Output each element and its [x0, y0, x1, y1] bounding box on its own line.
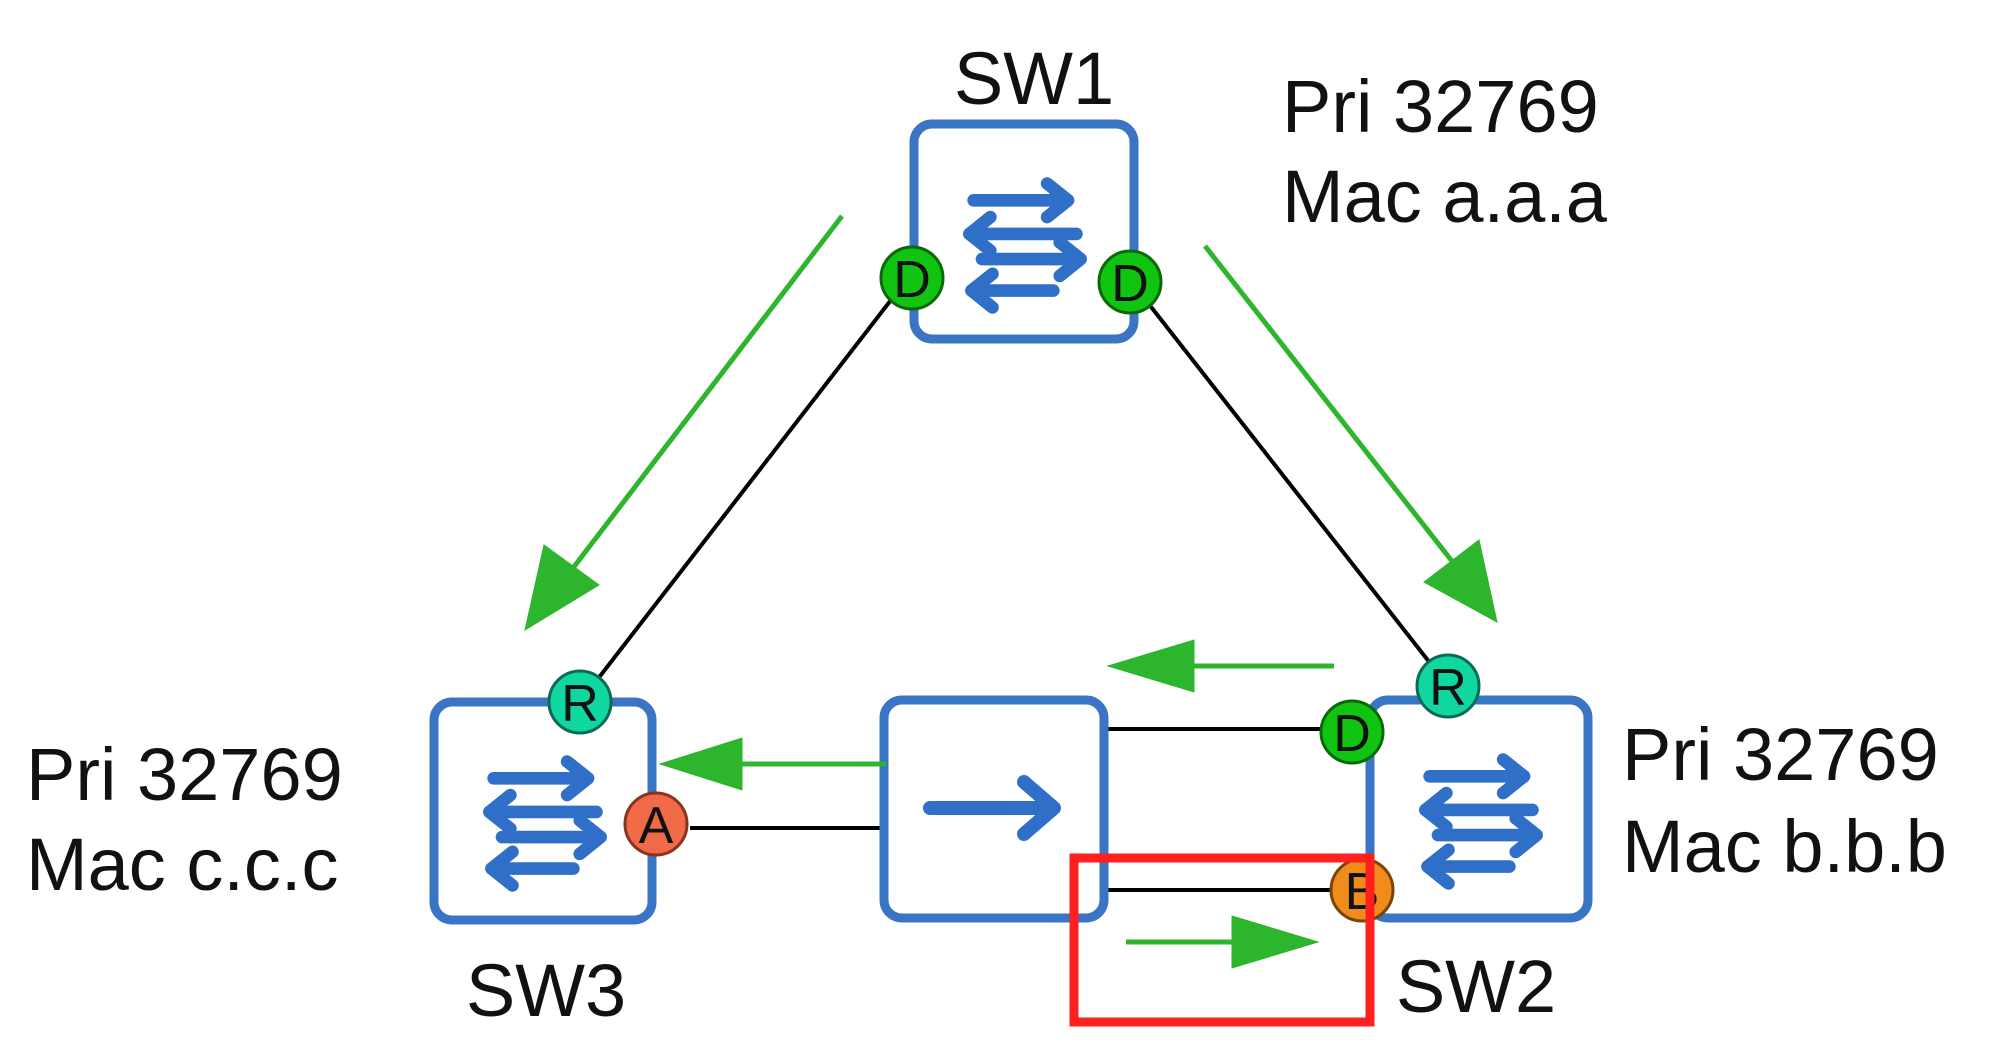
ports: D D R A R D B	[547, 245, 1481, 923]
link-sw1-sw2	[1128, 278, 1450, 688]
labels: SW1 Pri 32769 Mac a.a.a Pri 32769 Mac c.…	[26, 37, 1947, 1032]
sw2-switch[interactable]	[1365, 695, 1593, 923]
svg-text:D: D	[1111, 255, 1149, 313]
port-root-sw3-top[interactable]: R	[547, 669, 613, 735]
flow-arrow-sw1-to-sw2	[1203, 244, 1498, 623]
sw3-priority: Pri 32769	[26, 733, 343, 816]
sw2-name: SW2	[1396, 945, 1556, 1028]
bpdu-flow-arrows	[524, 214, 1498, 969]
link-sw1-sw3	[578, 276, 910, 704]
sw1-name: SW1	[954, 37, 1114, 120]
port-designated-sw2-left[interactable]: D	[1319, 699, 1385, 765]
right-arrow-icon	[923, 775, 1061, 841]
sw1-mac: Mac a.a.a	[1282, 155, 1608, 238]
svg-text:R: R	[561, 675, 599, 733]
sw3-switch[interactable]	[429, 697, 657, 925]
port-blocked-sw2-bottom-left[interactable]: B	[1329, 857, 1395, 923]
links	[578, 276, 1450, 892]
sw2-mac: Mac b.b.b	[1622, 805, 1947, 888]
flow-arrow-hub-to-sw2-blocked	[1126, 915, 1320, 969]
sw3-mac: Mac c.c.c	[26, 823, 338, 906]
svg-text:R: R	[1429, 659, 1467, 717]
svg-text:D: D	[1333, 705, 1371, 763]
flow-arrow-sw1-to-sw3	[524, 214, 844, 632]
port-designated-sw1-right[interactable]: D	[1097, 249, 1163, 315]
sw3-name: SW3	[466, 949, 626, 1032]
hub-device[interactable]	[879, 695, 1109, 923]
port-root-sw2-top[interactable]: R	[1415, 653, 1481, 719]
flow-arrow-hub-to-sw3	[658, 737, 886, 791]
sw1-priority: Pri 32769	[1282, 65, 1599, 148]
svg-text:D: D	[893, 251, 931, 309]
port-designated-sw1-left[interactable]: D	[879, 245, 945, 311]
sw1-switch[interactable]	[909, 119, 1139, 344]
sw2-priority: Pri 32769	[1622, 713, 1939, 796]
svg-text:A: A	[639, 797, 674, 855]
flow-arrow-sw2-to-hub	[1106, 639, 1334, 693]
port-alternate-sw3-right[interactable]: A	[623, 791, 689, 857]
highlight-box	[1069, 853, 1375, 1027]
